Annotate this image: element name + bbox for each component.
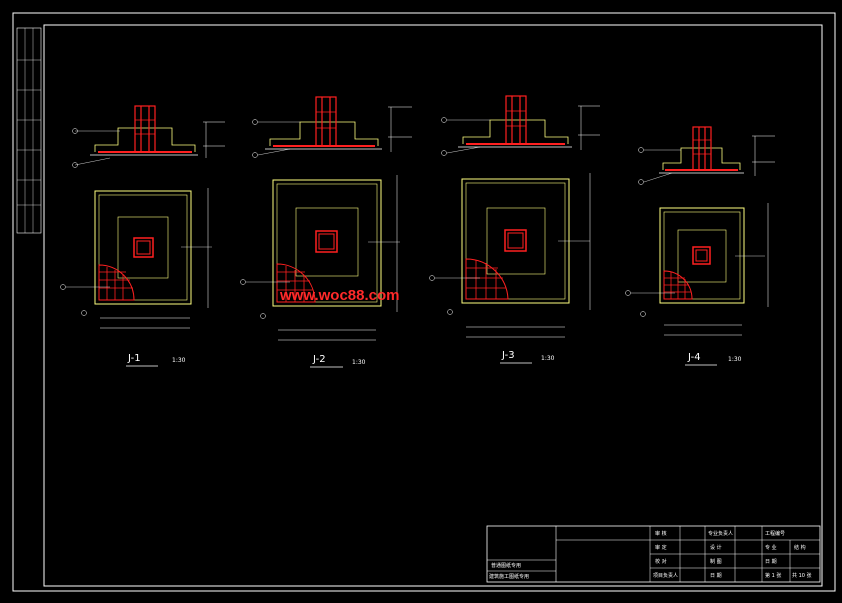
- tb-left-top: 普通图纸专用: [491, 562, 521, 569]
- detail-label-j3: J-3: [501, 350, 515, 361]
- plan-j2: [240, 175, 400, 341]
- detail-j3: J-3 1:30: [429, 95, 600, 364]
- tb-c3-1: 专 业: [765, 544, 777, 551]
- plan-j3: [429, 173, 591, 338]
- section-j4: [638, 126, 775, 185]
- tb-c2-2: 制 图: [710, 558, 722, 565]
- binding-strip: [16, 27, 42, 234]
- detail-scale-j1: 1:30: [172, 357, 186, 364]
- tb-c1-1: 审 定: [655, 544, 667, 551]
- watermark: www.woc88.com: [279, 287, 399, 304]
- section-j1: [72, 105, 225, 168]
- tb-c1-0: 审 核: [655, 530, 667, 537]
- tb-left-bottom: 建筑施工图纸专用: [489, 573, 529, 580]
- detail-j1: J-1 1:30: [60, 105, 225, 367]
- outer-frame: [12, 12, 836, 592]
- plan-j1: [60, 188, 212, 329]
- tb-c3-0: 工程编号: [765, 530, 785, 537]
- tb-c3-2: 日 期: [765, 559, 777, 565]
- section-j2: [252, 96, 412, 158]
- tb-c4-3: 共 10 张: [792, 572, 812, 579]
- detail-j2: J-2 1:30: [240, 96, 412, 368]
- detail-j4: J-4 1:30: [625, 126, 775, 366]
- detail-scale-j3: 1:30: [541, 355, 555, 362]
- tb-c2-3: 日 期: [710, 573, 722, 579]
- detail-scale-j4: 1:30: [728, 356, 742, 363]
- detail-label-j2: J-2: [312, 354, 326, 365]
- inner-frame: [43, 24, 823, 587]
- detail-scale-j2: 1:30: [352, 359, 366, 366]
- tb-c3-3: 第 1 张: [765, 572, 781, 579]
- section-j3: [441, 95, 600, 156]
- tb-c1-3: 项目负责人: [653, 572, 678, 579]
- detail-label-j1: J-1: [127, 353, 141, 364]
- tb-c1-2: 校 对: [655, 558, 667, 565]
- tb-c2-1: 设 计: [710, 544, 722, 551]
- plan-j4: [625, 203, 769, 336]
- title-block: 普通图纸专用 建筑施工图纸专用 审 核 审 定 校 对 项目负责人 专业负责人 …: [486, 525, 821, 583]
- detail-label-j4: J-4: [687, 352, 701, 363]
- tb-c4-1: 结 构: [794, 544, 806, 551]
- tb-c2-0: 专业负责人: [708, 530, 733, 537]
